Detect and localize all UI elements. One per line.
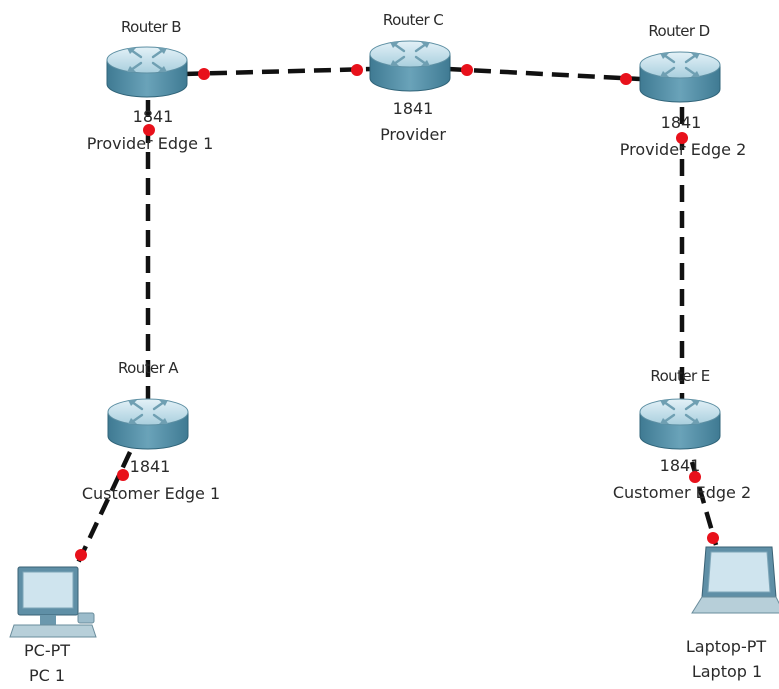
link-router-c-router-d[interactable] (447, 66, 641, 82)
pc-icon[interactable] (9, 566, 97, 638)
router-a-model: 1841 (129, 457, 171, 476)
router-a-label: Customer Edge 1 (81, 484, 221, 503)
router-b-icon[interactable] (105, 45, 189, 99)
router-d-icon[interactable] (638, 50, 722, 104)
router-e-label: Customer Edge 2 (612, 483, 752, 502)
router-c-icon[interactable] (368, 39, 452, 93)
link-router-b-router-c[interactable] (183, 66, 373, 77)
port-b-c (198, 68, 210, 80)
port-c-d (461, 64, 473, 76)
port-pc-a (75, 549, 87, 561)
router-b-name: Router B (121, 18, 182, 36)
port-markers (75, 64, 719, 561)
port-a-pc (117, 469, 129, 481)
router-c-label: Provider (380, 125, 446, 144)
router-e-name: Router E (650, 367, 710, 385)
router-b-label: Provider Edge 1 (86, 134, 214, 153)
port-c-b (351, 64, 363, 76)
pc-label: PC 1 (28, 666, 66, 685)
port-b-a (143, 124, 155, 136)
router-b-model: 1841 (132, 107, 174, 126)
laptop-model: Laptop-PT (685, 637, 767, 656)
router-d-name: Router D (648, 22, 710, 40)
router-c-name: Router C (382, 11, 444, 29)
router-e-model: 1841 (659, 456, 701, 475)
port-d-c (620, 73, 632, 85)
laptop-label: Laptop 1 (691, 662, 763, 681)
port-e-laptop (689, 471, 701, 483)
pc-model: PC-PT (23, 641, 71, 660)
laptop-icon[interactable] (691, 546, 779, 614)
router-e-icon[interactable] (638, 397, 722, 451)
router-a-icon[interactable] (106, 397, 190, 451)
router-c-model: 1841 (392, 99, 434, 118)
router-d-model: 1841 (660, 113, 702, 132)
port-laptop-e (707, 532, 719, 544)
router-a-name: Router A (118, 359, 179, 377)
port-d-e (676, 132, 688, 144)
router-d-label: Provider Edge 2 (619, 140, 747, 159)
